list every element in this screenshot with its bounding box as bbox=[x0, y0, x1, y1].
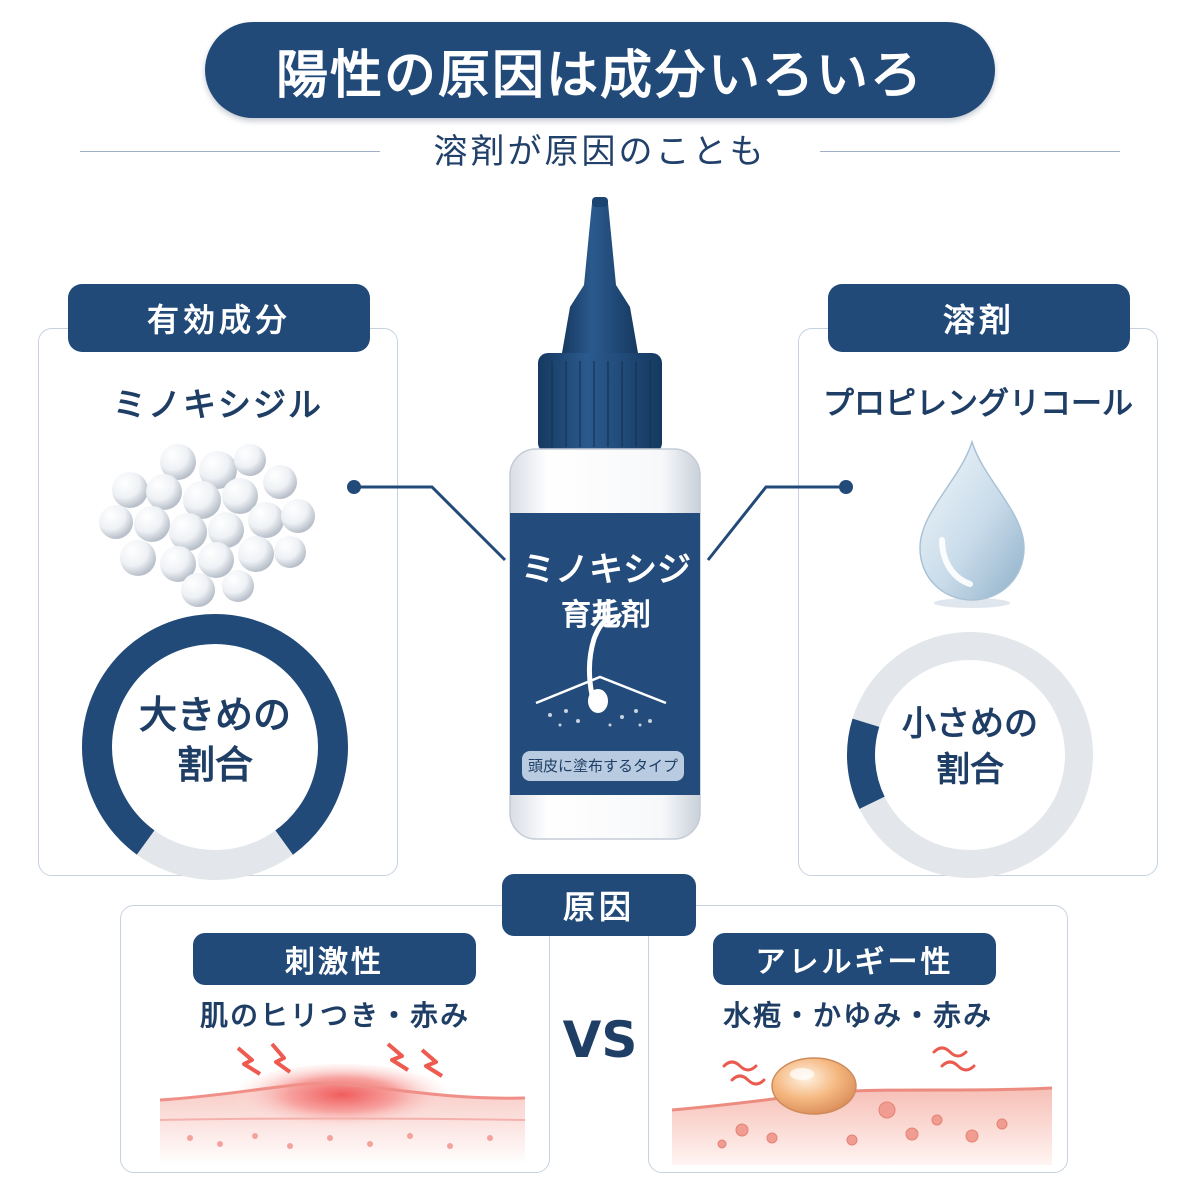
ring-fill bbox=[81, 614, 348, 880]
minoxidil-spheres-icon bbox=[99, 444, 315, 607]
active-ingredient-tag: 有効成分 bbox=[68, 284, 370, 352]
small-ratio-label: 小さめの 割合 bbox=[870, 692, 1070, 802]
irritant-tag: 刺激性 bbox=[193, 933, 476, 985]
bottle-label-tag: 頭皮に塗布するタイプ bbox=[527, 757, 678, 775]
bottle-label-title: ミノキシジル bbox=[521, 550, 691, 634]
bottle-illustration bbox=[509, 197, 701, 840]
ring-right-line1: 小さめの bbox=[902, 704, 1038, 744]
ring-right-line2: 割合 bbox=[936, 750, 1004, 790]
irritated-skin-icon bbox=[159, 1042, 526, 1165]
subtitle-divider-left bbox=[80, 151, 380, 152]
blister-skin-icon bbox=[671, 1046, 1053, 1165]
page-subtitle: 溶剤が原因のことも bbox=[433, 132, 767, 172]
subtitle-divider-right bbox=[820, 151, 1120, 152]
ring-left-line1: 大きめの bbox=[138, 693, 291, 737]
versus-label: VS bbox=[562, 1011, 638, 1069]
ring-left-line2: 割合 bbox=[176, 743, 253, 787]
solvent-tag: 溶剤 bbox=[828, 284, 1130, 352]
irritant-symptom: 肌のヒリつき・赤み bbox=[199, 999, 470, 1032]
propylene-glycol-label: プロピレングリコール bbox=[823, 386, 1133, 422]
page-title: 陽性の原因は成分いろいろ bbox=[205, 22, 995, 118]
allergic-symptom: 水疱・かゆみ・赤み bbox=[722, 999, 993, 1032]
minoxidil-label: ミノキシジル bbox=[113, 385, 323, 424]
small-ratio-ring bbox=[846, 632, 1093, 878]
large-ratio-label: 大きめの 割合 bbox=[95, 680, 335, 800]
allergic-tag: アレルギー性 bbox=[713, 933, 996, 985]
bottle-label-subtitle: 育毛剤 bbox=[561, 598, 651, 633]
water-drop-icon bbox=[919, 439, 1025, 608]
cause-tag: 原因 bbox=[502, 874, 696, 936]
large-ratio-ring bbox=[81, 614, 348, 880]
